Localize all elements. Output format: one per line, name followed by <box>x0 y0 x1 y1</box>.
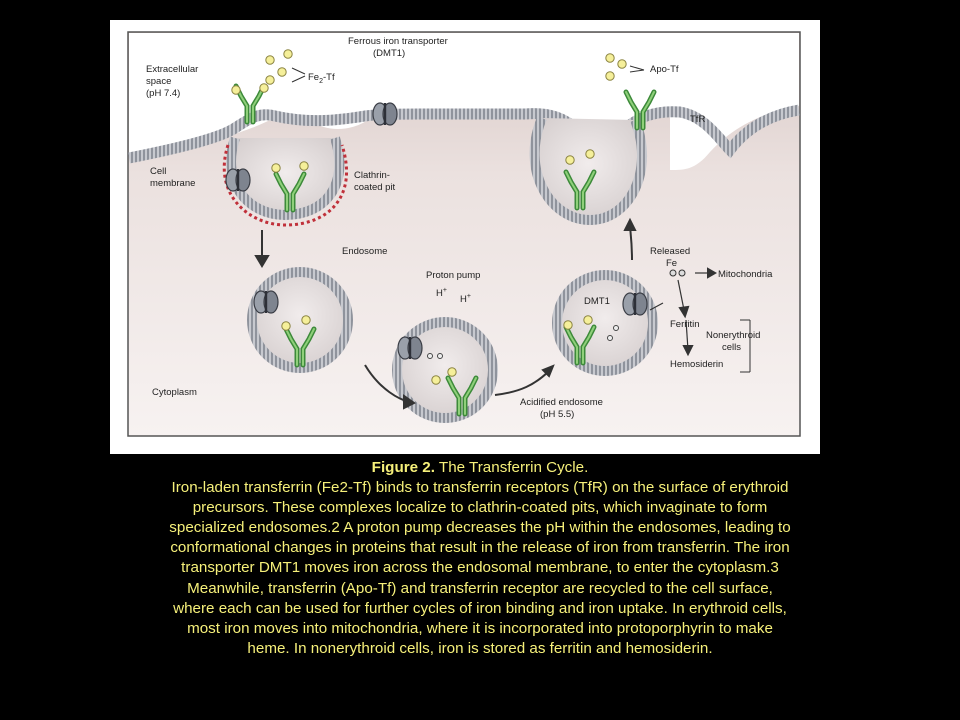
label-proton-pump: Proton pump <box>426 270 480 281</box>
caption-line: transporter DMT1 moves iron across the e… <box>181 559 779 577</box>
label-fe2-tf: Fe2-Tf <box>308 72 335 85</box>
endosome-vesicle <box>247 267 353 373</box>
caption-line: precursors. These complexes localize to … <box>192 499 768 517</box>
caption-line: specialized endosomes.2 A proton pump de… <box>169 519 791 537</box>
caption-figure-title: The Transferrin Cycle. <box>434 459 589 476</box>
fe2-tf-molecules <box>265 49 306 85</box>
label-h-plus-2: H+ <box>460 293 471 305</box>
cycle-arrows <box>254 217 751 410</box>
caption-line: heme. In nonerythroid cells, iron is sto… <box>247 639 713 657</box>
label-ferritin: Ferritin <box>670 319 700 330</box>
label-membrane: membrane <box>150 178 195 189</box>
label-cell: Cell <box>150 166 166 177</box>
caption-line: Meanwhile, transferrin (Apo-Tf) and tran… <box>187 579 773 597</box>
label-extracellular-ph: (pH 7.4) <box>146 88 180 99</box>
label-tfr: TfR <box>690 114 705 125</box>
acidified-endosome-vesicle <box>392 317 498 423</box>
label-hemosiderin: Hemosiderin <box>670 359 723 370</box>
label-coated-pit: coated pit <box>354 182 396 193</box>
label-apo-tf: Apo-Tf <box>650 64 679 75</box>
recycling-vesicle <box>529 53 654 226</box>
label-extracellular: Extracellular <box>146 64 198 75</box>
label-dmt1: DMT1 <box>584 296 610 307</box>
label-clathrin: Clathrin- <box>354 170 390 181</box>
caption-figure-number: Figure 2. <box>371 459 435 476</box>
release-vesicle <box>552 270 658 376</box>
caption-title: Figure 2. The Transferrin Cycle. <box>20 458 940 478</box>
label-nonerythroid: Nonerythroid <box>706 330 760 341</box>
label-nonerythroid-cells: cells <box>722 342 741 353</box>
figure-panel: Extracellular space (pH 7.4) Fe2-Tf Ferr… <box>110 20 820 454</box>
caption-line: Iron-laden transferrin (Fe2-Tf) binds to… <box>171 479 789 497</box>
transferrin-cycle-diagram: Extracellular space (pH 7.4) Fe2-Tf Ferr… <box>127 31 801 437</box>
caption-line: most iron moves into mitochondria, where… <box>187 619 773 637</box>
label-h-plus-1: H+ <box>436 287 447 299</box>
extracellular-space <box>129 33 799 170</box>
caption-line: conformational changes in proteins that … <box>170 539 790 557</box>
released-fe-dot <box>678 269 686 277</box>
label-extracellular-space: space <box>146 76 171 87</box>
label-released-fe: Fe <box>666 258 677 269</box>
surface-dmt1 <box>372 102 398 126</box>
label-endosome: Endosome <box>342 246 387 257</box>
figure-caption: Figure 2. The Transferrin Cycle. Iron-la… <box>20 458 940 659</box>
released-fe-dot <box>669 269 677 277</box>
label-mitochondria: Mitochondria <box>718 269 773 280</box>
clathrin-coated-pit <box>222 83 348 227</box>
label-acidified-endosome: Acidified endosome <box>520 397 603 408</box>
label-ferrous-transporter: Ferrous iron transporter <box>348 36 448 47</box>
label-released: Released <box>650 246 690 257</box>
caption-line: where each can be used for further cycle… <box>173 599 787 617</box>
label-dmt1-surface: (DMT1) <box>373 48 405 59</box>
label-acidified-ph: (pH 5.5) <box>540 409 574 420</box>
label-cytoplasm: Cytoplasm <box>152 387 197 398</box>
